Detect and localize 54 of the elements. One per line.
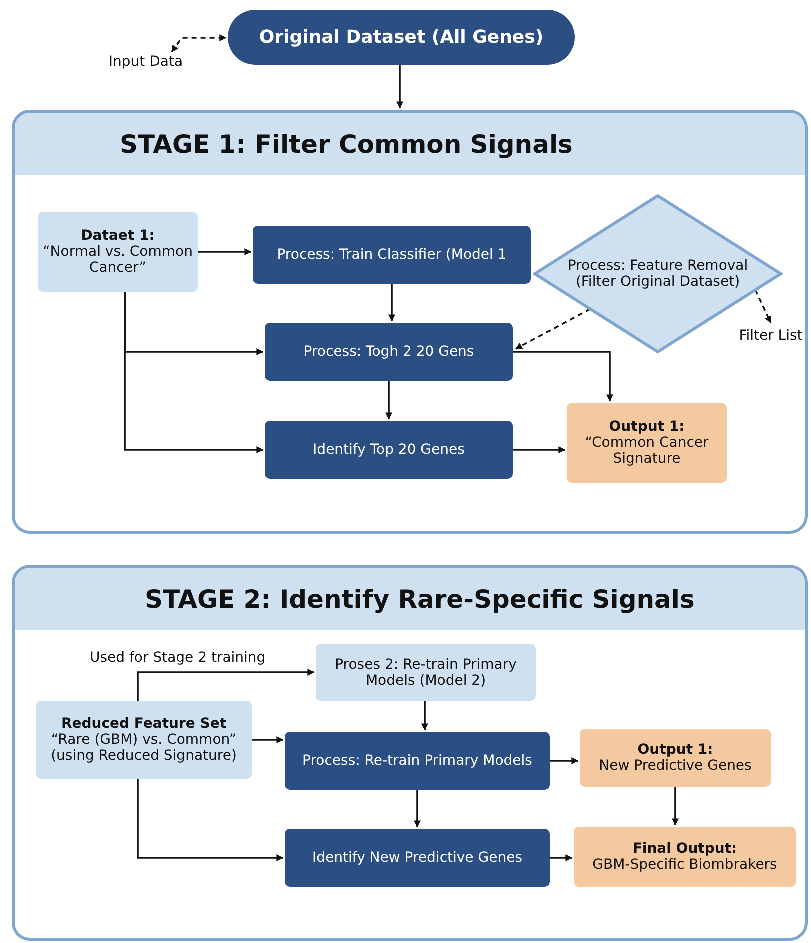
box-heading: Reduced Feature Set	[61, 716, 227, 732]
arrow	[171, 34, 227, 53]
arrow	[386, 381, 392, 420]
box-text: Identify Top 20 Genes	[313, 442, 465, 458]
arrow	[252, 736, 284, 744]
process-box	[265, 323, 513, 381]
box-text: Filter List	[739, 328, 803, 344]
arrow	[550, 854, 573, 862]
stage-panel	[12, 110, 808, 534]
data-box	[38, 212, 198, 292]
box-heading: Dataet 1:	[81, 228, 155, 244]
box-heading: Output 1:	[609, 419, 685, 435]
box-text: Process: Feature Removal (Filter Original Dataset)	[566, 258, 750, 290]
data-box	[316, 644, 536, 701]
process-box	[253, 226, 531, 284]
arrow	[137, 779, 284, 862]
box-text: “Common Cancer Signature	[584, 435, 710, 467]
arrow	[414, 790, 421, 828]
output-box	[574, 827, 796, 887]
output-box	[580, 729, 771, 787]
arrow	[388, 284, 396, 322]
arrow	[422, 701, 428, 731]
box-text: Process: Togh 2 20 Gens	[304, 344, 474, 360]
arrow	[672, 787, 679, 826]
box-text: “Rare (GBM) vs. Common” (using Reduced Signature)	[50, 732, 238, 764]
box-heading: Output 1:	[638, 742, 714, 758]
arrow	[550, 758, 579, 764]
stage-heading: STAGE 1: Filter Common Signals	[15, 113, 805, 175]
process-box	[285, 829, 550, 887]
arrow	[754, 290, 772, 324]
data-box	[36, 701, 252, 779]
arrow	[513, 446, 566, 454]
box-text: GBM-Specific Biombrakers	[592, 857, 778, 873]
arrow	[396, 65, 404, 109]
arrow	[513, 351, 614, 402]
stage-panel	[12, 565, 808, 941]
box-text: New Predictive Genes	[599, 758, 752, 774]
box-text: Input Data	[108, 54, 184, 70]
arrow	[515, 308, 591, 350]
stage-heading: STAGE 2: Identify Rare-Specific Signals	[15, 568, 805, 630]
box-text: Original Dataset (All Genes)	[259, 27, 544, 48]
box-text: “Normal vs. Common Cancer”	[42, 244, 194, 276]
edge-label: Used for Stage 2 training	[90, 650, 266, 666]
box-text: Identify New Predictive Genes	[312, 850, 522, 866]
process-box	[265, 421, 513, 479]
box-heading: Final Output:	[632, 841, 738, 857]
arrow	[124, 292, 264, 454]
output-box	[567, 403, 727, 483]
arrow	[198, 248, 252, 256]
process-box	[285, 732, 550, 790]
arrow	[137, 669, 315, 701]
box-text: Process: Train Classifier (Model 1	[277, 247, 507, 263]
box-text: Process: Re-train Primary Models	[302, 753, 532, 769]
box-text: Proses 2: Re-train Primary Models (Model 2)	[334, 656, 518, 688]
